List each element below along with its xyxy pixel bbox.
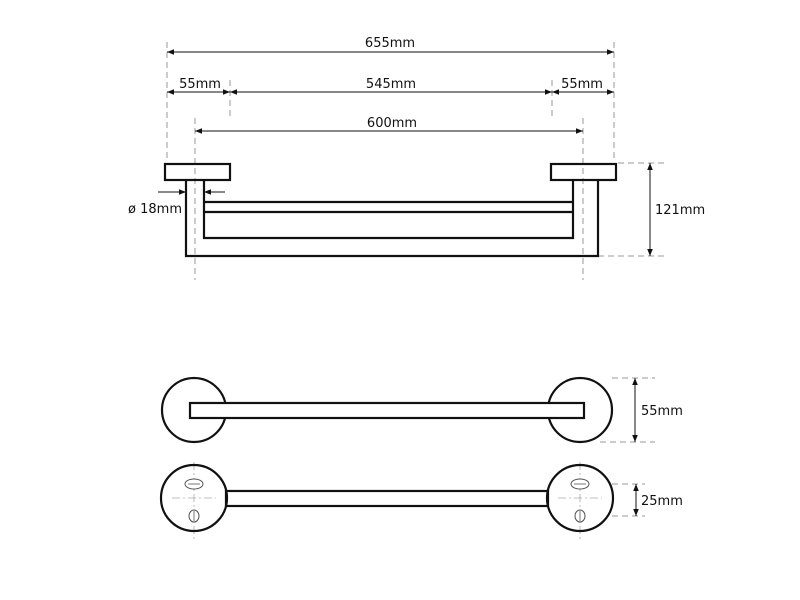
- dim-label-flange-diameter: 55mm: [641, 404, 683, 419]
- dim-label-left-flange: 55mm: [179, 77, 221, 92]
- bar-outer-contour: [184, 180, 600, 258]
- top-view: [160, 376, 614, 444]
- dimension-flanges-and-bar: 55mm 545mm 55mm: [167, 77, 614, 95]
- dimension-projection: 121mm: [647, 163, 705, 256]
- mounting-view-bar: [224, 489, 550, 508]
- left-flange-plate: [163, 162, 232, 182]
- right-screw-holes: [570, 478, 590, 523]
- mounting-view: [159, 462, 615, 540]
- right-mount-disc: [545, 463, 615, 533]
- dim-label-center-distance: 600mm: [367, 116, 417, 131]
- dimension-overall: 655mm: [167, 36, 614, 55]
- dimension-center-distance: 600mm: [195, 116, 583, 134]
- bar-inner-contour: [202, 180, 575, 240]
- dimension-flange-diameter: 55mm: [632, 378, 683, 442]
- dim-label-projection: 121mm: [655, 203, 705, 218]
- left-mount-disc: [159, 463, 229, 533]
- left-screw-holes: [184, 478, 204, 523]
- dimension-mount-depth: 25mm: [633, 484, 683, 516]
- right-flange-plate: [549, 162, 618, 182]
- extension-lines: [166, 42, 664, 517]
- dim-label-right-flange: 55mm: [561, 77, 603, 92]
- front-view: [163, 162, 618, 258]
- dim-label-mount-depth: 25mm: [641, 494, 683, 509]
- dim-label-tube-diameter: ø 18mm: [128, 202, 182, 217]
- dim-label-bar-span: 545mm: [366, 77, 416, 92]
- dimension-tube-diameter: ø 18mm: [128, 189, 225, 217]
- top-view-bar: [188, 401, 586, 420]
- dim-label-overall: 655mm: [365, 36, 415, 51]
